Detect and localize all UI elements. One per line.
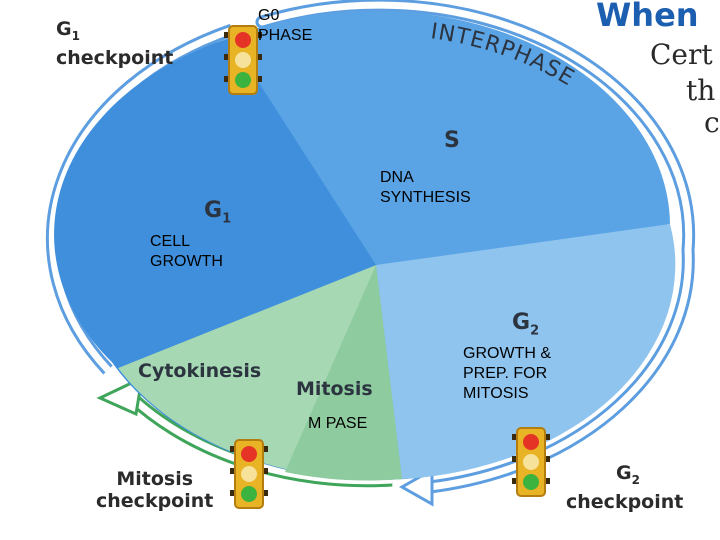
g2-checkpoint-word: checkpoint	[566, 490, 684, 513]
dna-synthesis-label: DNA SYNTHESIS	[380, 169, 471, 206]
g2-phase-label: G2	[512, 310, 539, 338]
g1-phase-label: G1	[204, 198, 231, 226]
g2-checkpoint-label: G2 checkpoint	[566, 462, 683, 513]
mitosis-checkpoint-label: Mitosis checkpoint	[96, 468, 213, 512]
g1-traffic-light-icon	[224, 25, 262, 95]
g1-phase-wedge	[54, 38, 377, 368]
mitosis-arrow-head	[96, 375, 144, 417]
g1-checkpoint-letter: G	[56, 18, 72, 40]
g2-traffic-light-icon	[512, 427, 550, 497]
g2-arrow-head	[398, 467, 434, 507]
corner-heading: When	[596, 0, 699, 34]
m-pase-label: M PASE	[308, 415, 368, 432]
mitosis-checkpoint-line1: Mitosis	[116, 468, 194, 490]
g0-phase-label: G0 PHASE	[258, 7, 313, 44]
s-phase-wedge	[230, 10, 670, 265]
mitosis-phase-label: Mitosis	[296, 378, 373, 400]
g1-phase-sub: 1	[222, 211, 232, 227]
mitosis-checkpoint-line2: checkpoint	[96, 490, 214, 512]
g2-phase-letter: G	[512, 310, 531, 335]
s-phase-label: S	[444, 128, 460, 153]
mitosis-inner-wedge	[285, 265, 402, 481]
corner-line-1: Cert	[650, 38, 713, 71]
mitosis-traffic-light-icon	[230, 439, 268, 509]
g2-checkpoint-letter: G	[616, 462, 632, 484]
g2-checkpoint-sub: 2	[631, 472, 640, 487]
g1-checkpoint-word: checkpoint	[56, 46, 174, 69]
g1-checkpoint-sub: 1	[71, 28, 80, 43]
g2-growth-label: GROWTH & PREP. FOR MITOSIS	[463, 345, 551, 402]
cell-growth-label: CELL GROWTH	[150, 233, 223, 270]
g1-phase-letter: G	[204, 198, 223, 223]
g2-phase-sub: 2	[530, 323, 540, 339]
g1-checkpoint-label: G1 checkpoint	[56, 18, 173, 69]
g2-phase-wedge	[376, 224, 676, 479]
corner-line-3: c	[704, 106, 720, 139]
cytokinesis-label: Cytokinesis	[138, 360, 262, 382]
corner-line-2: th	[686, 74, 716, 107]
